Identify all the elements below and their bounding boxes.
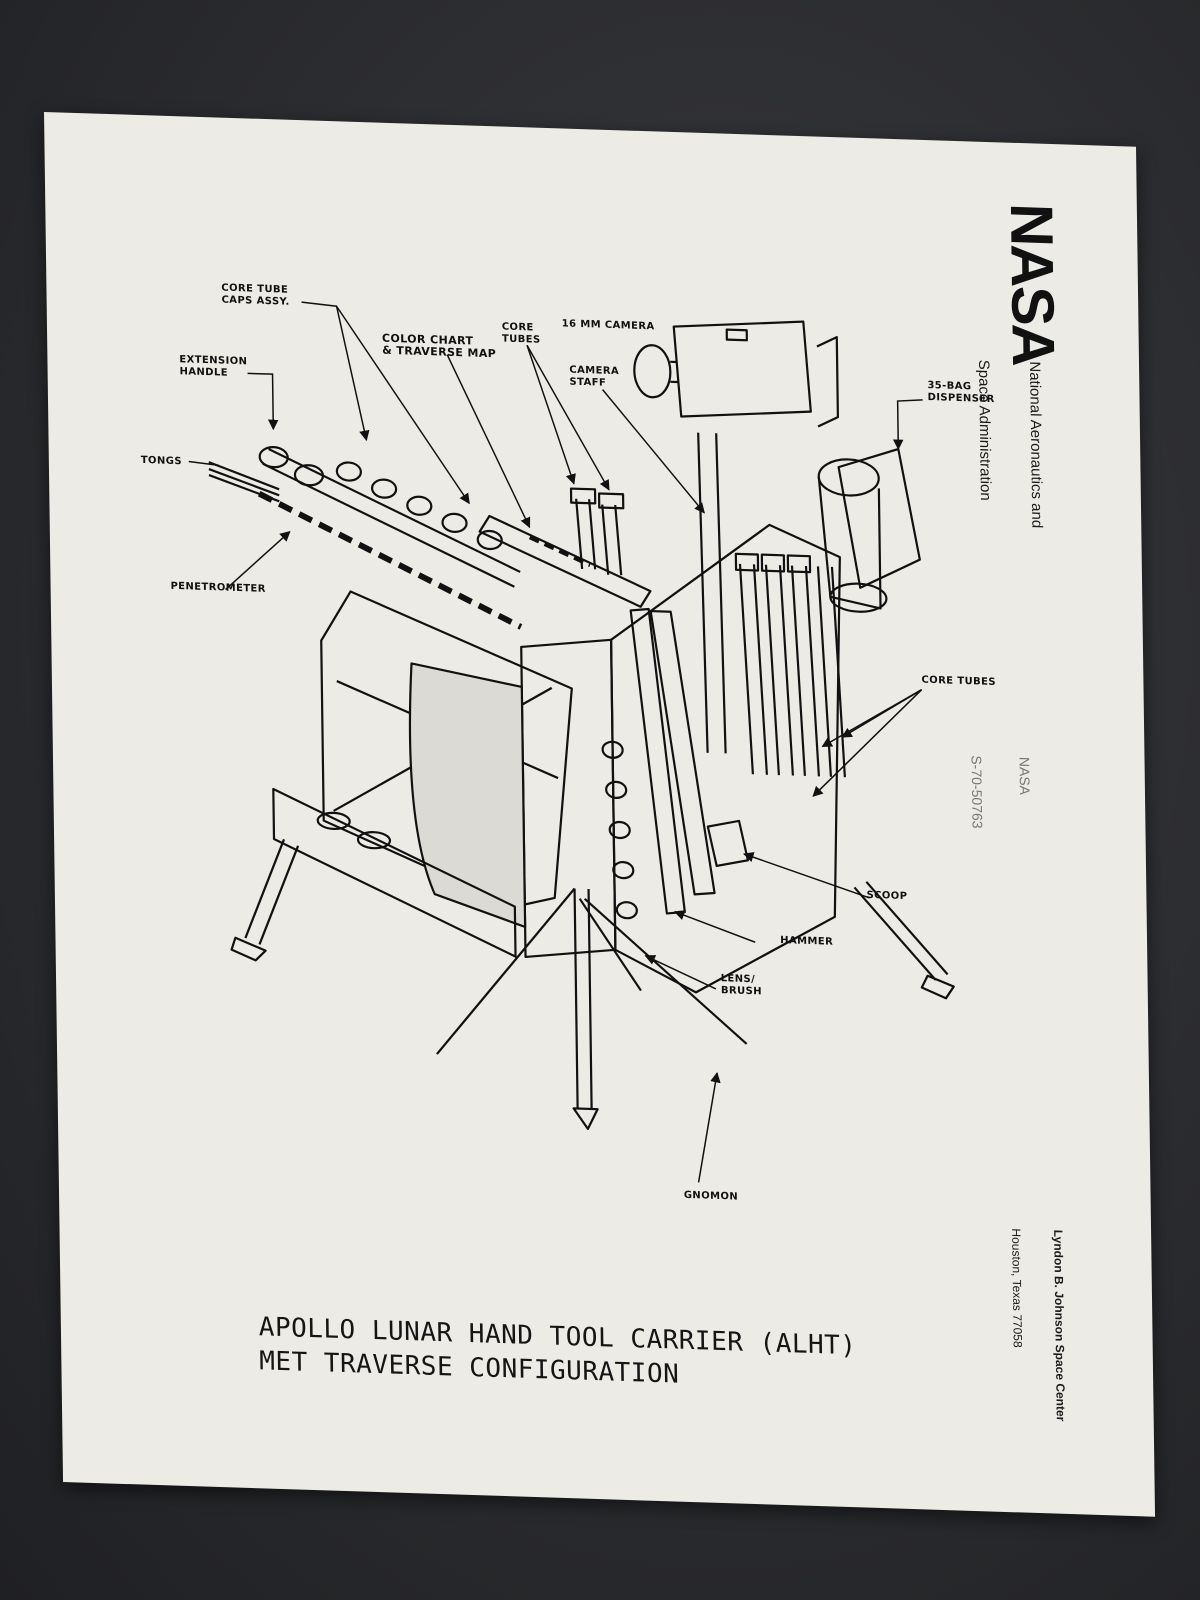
- label-scoop: SCOOP: [866, 889, 908, 903]
- alht-illustration: [188, 301, 955, 1183]
- bag-dispenser: [817, 447, 921, 613]
- sample-bag: [408, 662, 527, 929]
- frame-left-panel: [320, 590, 573, 908]
- agency-name: National Aeronautics and Space Administr…: [975, 359, 1046, 529]
- leg-left: [244, 838, 286, 939]
- gnomon-rod-1: [436, 887, 576, 1055]
- label-core-tubes-right: CORE TUBES: [921, 674, 997, 689]
- camera-lens: [633, 344, 672, 399]
- label-gnomon: GNOMON: [683, 1189, 739, 1203]
- label-color-chart: COLOR CHART& TRAVERSE MAP: [381, 331, 497, 361]
- photo-id: NASA S-70-50763: [968, 755, 1034, 829]
- color-chart-tube: [478, 514, 652, 608]
- scoop-handle: [649, 609, 716, 896]
- leg-right: [853, 886, 937, 981]
- frame-front-face: [520, 638, 617, 959]
- gnomon-rod-2: [583, 898, 748, 1045]
- label-lens-brush: LENS/BRUSH: [720, 973, 763, 998]
- gnomon-rod-3: [578, 898, 642, 992]
- center-name: Lyndon B. Johnson Space Center Houston, …: [1009, 1228, 1068, 1422]
- gnomon-tripod: [573, 888, 593, 1110]
- front-panel-holes: [601, 740, 638, 920]
- penetrometer: [257, 491, 523, 630]
- camera-body: [672, 320, 812, 418]
- label-hammer: HAMMER: [780, 935, 834, 948]
- core-tubes-top: [575, 498, 623, 576]
- extension-handle-assembly: [258, 446, 521, 588]
- label-tongs: TONGS: [140, 454, 182, 468]
- frame-right-panel: [609, 523, 841, 994]
- nasa-logo: NASA: [997, 202, 1068, 367]
- camera-staff: [697, 432, 727, 754]
- left-base: [272, 787, 517, 958]
